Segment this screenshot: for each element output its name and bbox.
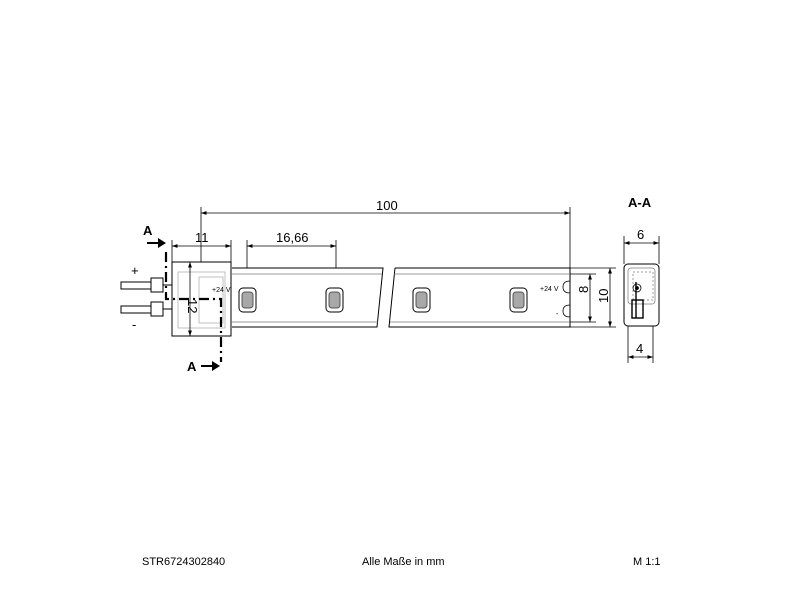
section-title: A-A	[628, 195, 652, 210]
dimension-strip-height	[570, 267, 616, 328]
scale-label: M 1:1	[633, 556, 661, 568]
dimension-connector-length	[171, 240, 232, 262]
dimension-total-length-label: 100	[376, 198, 398, 213]
dimension-led-pitch-label: 16,66	[276, 230, 309, 245]
dimension-strip-inner-height	[570, 273, 596, 323]
dimension-section-base-width-label: 4	[636, 341, 643, 356]
plus-label: +	[131, 263, 139, 278]
section-marker-top: A	[143, 223, 153, 238]
dimension-section-width	[623, 236, 660, 264]
dimension-led-pitch	[246, 240, 337, 268]
connector-housing	[171, 261, 232, 337]
section-view	[623, 263, 660, 327]
dimension-total-length	[200, 207, 571, 268]
led	[509, 287, 528, 313]
strip-right-segment	[388, 267, 571, 328]
dimension-connector-length-label: 11	[195, 230, 209, 245]
wire-plus	[120, 277, 172, 293]
connector-voltage-label: +24 V	[212, 287, 231, 294]
section-arrow-bottom	[201, 361, 220, 371]
strip-minus-label: -	[556, 311, 559, 318]
wire-minus	[120, 301, 172, 317]
dimension-section-width-label: 6	[637, 227, 644, 242]
dimension-connector-height-label: 12	[185, 299, 200, 313]
section-marker-bottom: A	[187, 359, 197, 374]
dimension-strip-height-label: 10	[596, 289, 611, 303]
units-note: Alle Maße in mm	[362, 556, 445, 568]
minus-label: -	[132, 317, 136, 332]
article-number: STR6724302840	[142, 556, 226, 568]
dimension-strip-inner-height-label: 8	[576, 286, 591, 293]
section-cut-line	[164, 252, 223, 362]
end-solder-pads	[562, 280, 571, 318]
led	[325, 287, 344, 313]
strip-voltage-label: +24 V	[540, 286, 559, 293]
led	[238, 287, 257, 313]
led	[412, 287, 431, 313]
strip-left-segment	[232, 267, 384, 328]
dimension-section-base-width	[627, 326, 654, 363]
section-arrow-top	[147, 238, 166, 248]
